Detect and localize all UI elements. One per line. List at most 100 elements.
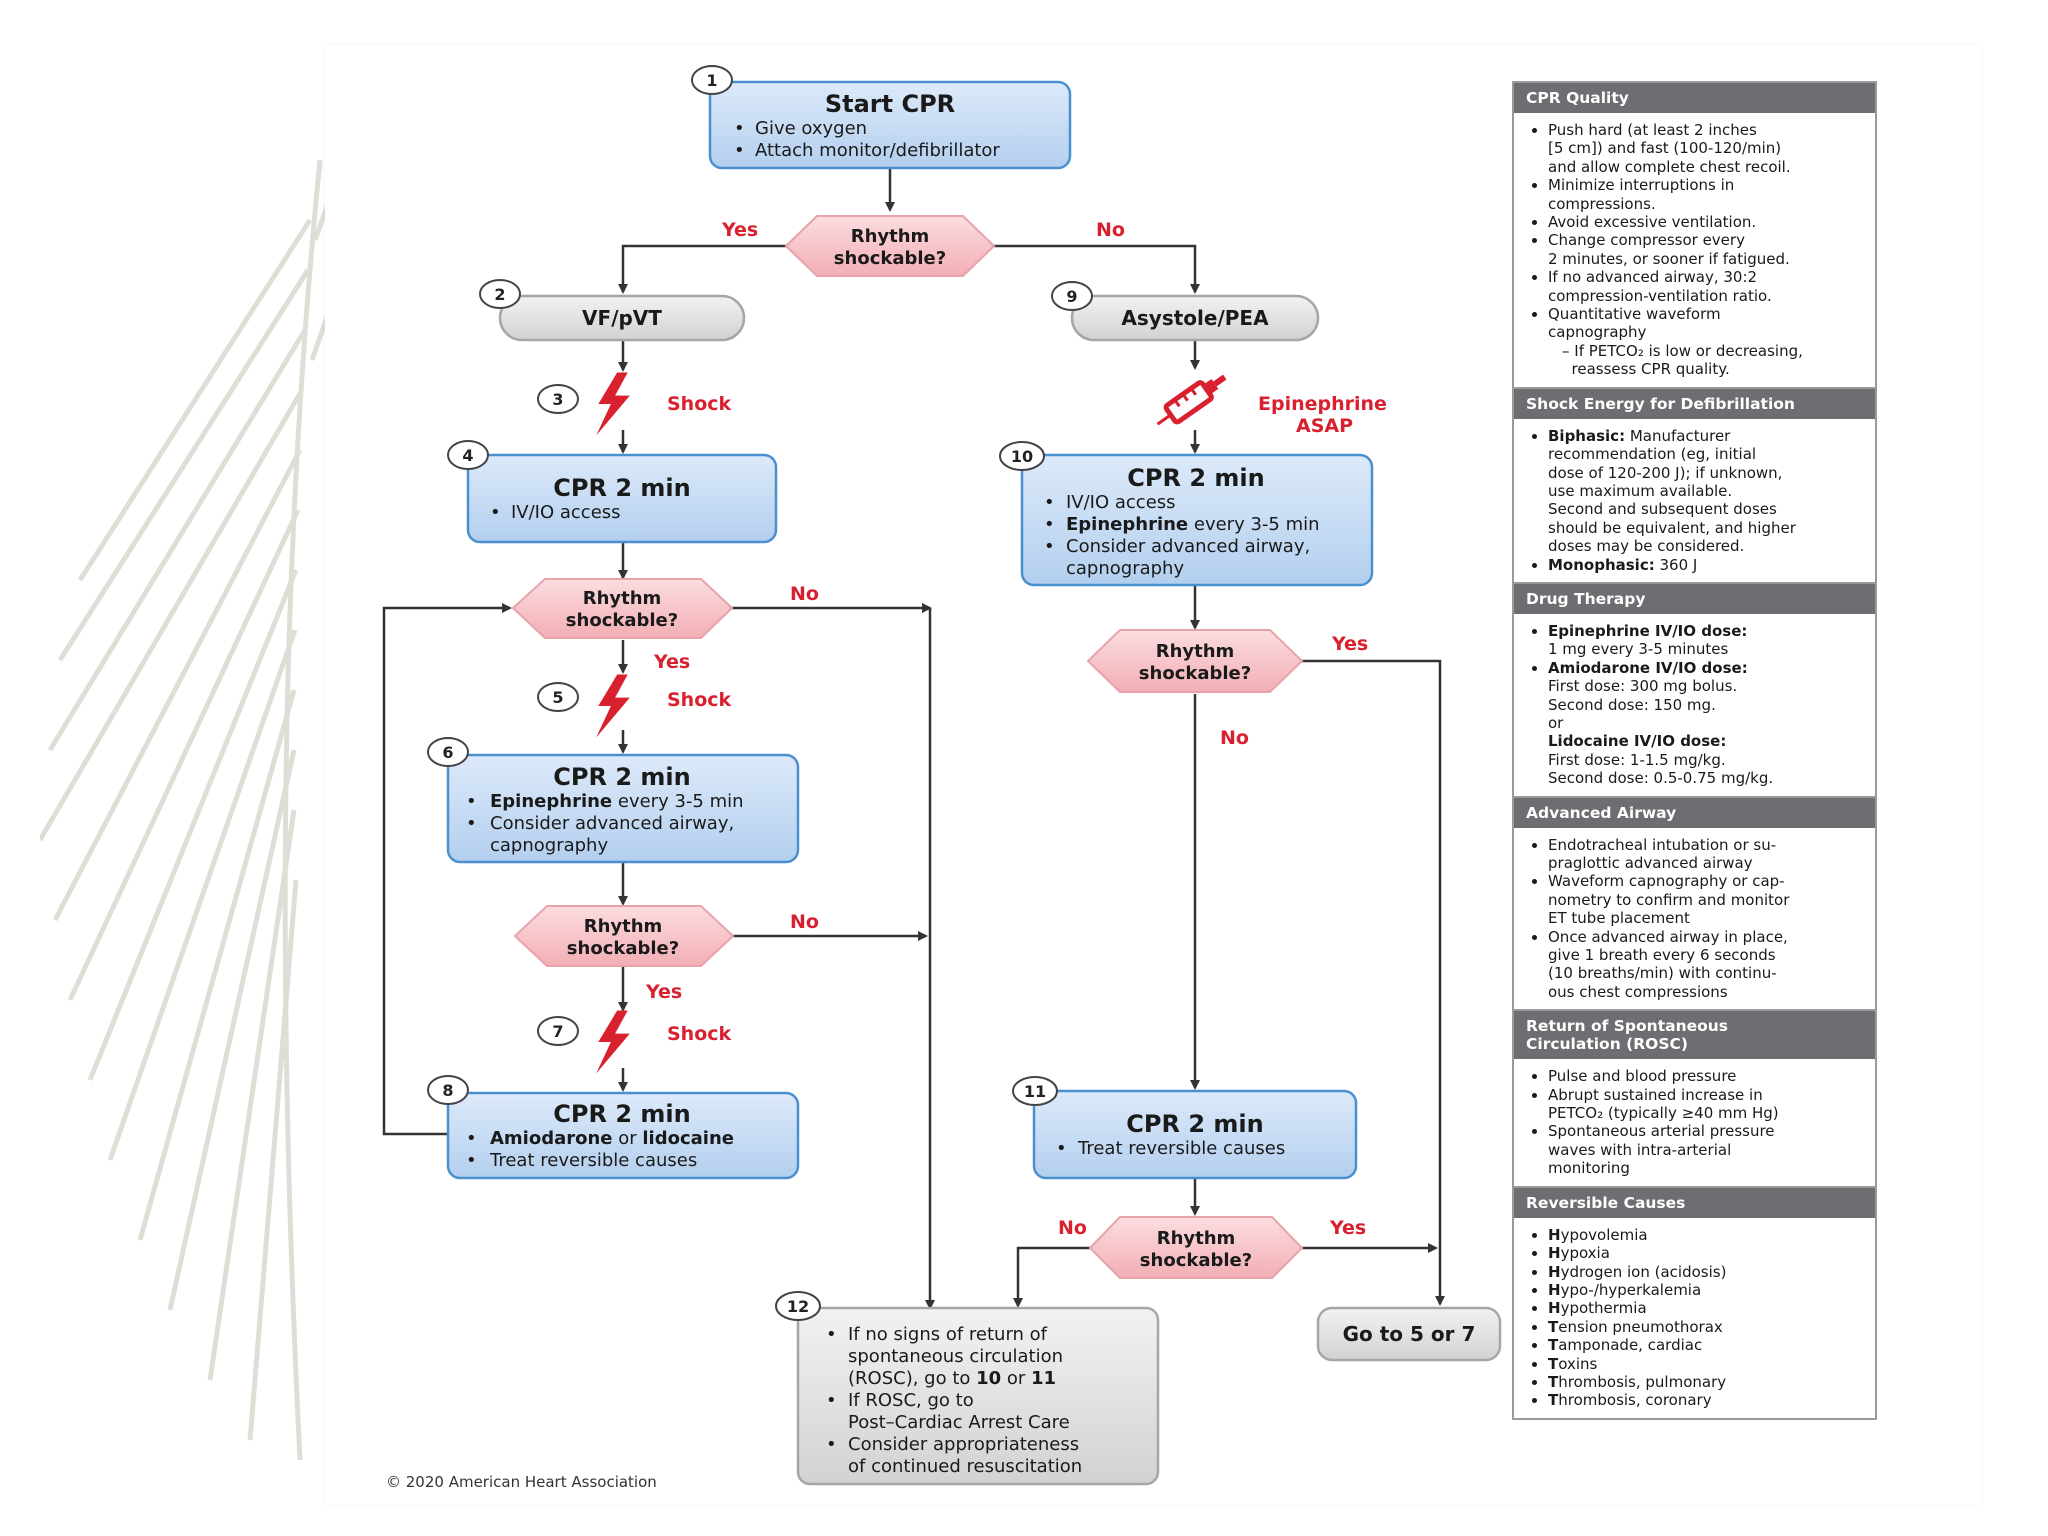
- node-bullet: •: [826, 1434, 837, 1455]
- node-text: If no signs of return of: [848, 1324, 1048, 1345]
- list-item: Hypo-/hyperkalemia: [1548, 1281, 1865, 1299]
- node-bullet: •: [490, 502, 501, 523]
- node-cpr-2min-4: CPR 2 min • IV/IO access 4: [447, 440, 778, 544]
- node-text: If ROSC, go to: [848, 1390, 974, 1411]
- step-number-badge: [999, 441, 1045, 471]
- syringe-icon: [1156, 374, 1227, 426]
- step-number-badge: [427, 737, 469, 767]
- node-text: Post–Cardiac Arrest Care: [848, 1412, 1070, 1433]
- node-text: (ROSC), go to 10 or 11: [848, 1368, 1056, 1389]
- node-title: CPR 2 min: [553, 763, 690, 791]
- node-bullet: •: [734, 118, 745, 139]
- step-number-badge: [447, 440, 489, 470]
- yes-label: Yes: [1331, 633, 1368, 655]
- node-bullet-text: Treat reversible causes: [1077, 1138, 1285, 1159]
- list-item: Amiodarone IV/IO dose:First dose: 300 mg…: [1548, 659, 1865, 788]
- reference-panel: CPR Quality Push hard (at least 2 inches…: [1512, 81, 1877, 1420]
- decision-line2: shockable?: [567, 938, 679, 959]
- step-number-badge: [427, 1075, 469, 1105]
- node-text: spontaneous circulation: [848, 1346, 1063, 1367]
- step-number-badge: [775, 1291, 821, 1321]
- node-bullet-text: capnography: [490, 835, 608, 856]
- node-title: Go to 5 or 7: [1343, 1322, 1476, 1346]
- node-bullet-text: capnography: [1066, 558, 1184, 579]
- node-bullet: •: [734, 140, 745, 161]
- list-item: Thrombosis, coronary: [1548, 1391, 1865, 1409]
- list-item: Once advanced airway in place,give 1 bre…: [1548, 928, 1865, 1002]
- node-cpr-2min-10: CPR 2 min • IV/IO access • Epinephrine e…: [999, 441, 1374, 587]
- decision-line1: Rhythm: [584, 916, 663, 937]
- node-rosc-check-12: • If no signs of return of spontaneous c…: [775, 1291, 1160, 1486]
- node-bullet-text: Amiodarone or lidocaine: [490, 1128, 734, 1149]
- decision-line2: shockable?: [1139, 663, 1251, 684]
- node-bullet: •: [1044, 536, 1055, 557]
- shock-energy-header: Shock Energy for Defibrillation: [1514, 388, 1875, 419]
- node-title: CPR 2 min: [553, 474, 690, 502]
- node-title: CPR 2 min: [1127, 464, 1264, 492]
- node-bullet: •: [466, 813, 477, 834]
- step-number: 10: [1011, 447, 1033, 466]
- node-bullet: •: [466, 1128, 477, 1149]
- node-shock-7: 7 Shock: [537, 1010, 732, 1074]
- step-number: 8: [442, 1081, 453, 1100]
- node-title: VF/pVT: [582, 306, 662, 330]
- node-shock-5: 5 Shock: [537, 674, 732, 738]
- node-bullet-text: IV/IO access: [511, 502, 621, 523]
- node-title: CPR 2 min: [1126, 1110, 1263, 1138]
- decision-rhythm-shockable: Rhythm shockable?: [784, 215, 996, 277]
- node-bullet: •: [1044, 514, 1055, 535]
- step-number-badge: [479, 279, 521, 309]
- step-number-badge: [537, 384, 579, 414]
- list-item: Tension pneumothorax: [1548, 1318, 1865, 1336]
- decision-line2: shockable?: [566, 610, 678, 631]
- step-number: 5: [552, 688, 563, 707]
- step-number: 12: [787, 1297, 809, 1316]
- node-bullet-text: IV/IO access: [1066, 492, 1176, 513]
- node-bullet-text: Treat reversible causes: [489, 1150, 697, 1171]
- flow-connectors: [382, 168, 1445, 1310]
- step-number: 11: [1024, 1082, 1046, 1101]
- drug-therapy-body: Epinephrine IV/IO dose:1 mg every 3-5 mi…: [1514, 614, 1875, 798]
- list-item: Push hard (at least 2 inches[5 cm]) and …: [1548, 121, 1865, 176]
- yes-label: Yes: [721, 219, 758, 241]
- no-label: No: [1220, 727, 1249, 749]
- reversible-causes-body: Hypovolemia Hypoxia Hydrogen ion (acidos…: [1514, 1218, 1875, 1418]
- lightning-icon: [596, 1010, 630, 1074]
- node-bullet-text: Epinephrine every 3-5 min: [1066, 514, 1320, 535]
- list-item: Monophasic: 360 J: [1548, 556, 1865, 574]
- copyright: © 2020 American Heart Association: [386, 1473, 657, 1491]
- node-bullet: •: [826, 1390, 837, 1411]
- node-bullet: •: [466, 1150, 477, 1171]
- list-item: Avoid excessive ventilation.: [1548, 213, 1865, 231]
- list-item: Hydrogen ion (acidosis): [1548, 1263, 1865, 1281]
- decision-rhythm-shockable: Rhythm shockable?: [1088, 1216, 1304, 1279]
- node-start-cpr: Start CPR • Give oxygen • Attach monitor…: [691, 65, 1072, 170]
- list-item: If no advanced airway, 30:2compression-v…: [1548, 268, 1865, 305]
- node-vf-pvt: VF/pVT 2: [479, 279, 746, 342]
- node-go-to-5-or-7: Go to 5 or 7: [1316, 1306, 1502, 1362]
- no-label: No: [1058, 1217, 1087, 1239]
- list-item: Hypovolemia: [1548, 1226, 1865, 1244]
- yes-label: Yes: [653, 651, 690, 673]
- node-cpr-2min-8: CPR 2 min • Amiodarone or lidocaine • Tr…: [427, 1075, 800, 1180]
- step-number: 2: [494, 285, 505, 304]
- advanced-airway-body: Endotracheal intubation or su-praglottic…: [1514, 828, 1875, 1012]
- step-number: 6: [442, 743, 453, 762]
- node-bullet: •: [1044, 492, 1055, 513]
- shock-label: Shock: [667, 1023, 732, 1045]
- list-item: Endotracheal intubation or su-praglottic…: [1548, 836, 1865, 873]
- decision-line1: Rhythm: [1156, 641, 1235, 662]
- epinephrine-label: Epinephrine: [1258, 393, 1387, 415]
- shock-label: Shock: [667, 393, 732, 415]
- advanced-airway-header: Advanced Airway: [1514, 797, 1875, 828]
- no-label: No: [790, 911, 819, 933]
- step-number: 1: [706, 71, 717, 90]
- decision-line1: Rhythm: [851, 226, 930, 247]
- node-bullet-text: Attach monitor/defibrillator: [755, 140, 1000, 161]
- step-number-badge: [1012, 1076, 1058, 1106]
- node-title: Asystole/PEA: [1121, 306, 1269, 330]
